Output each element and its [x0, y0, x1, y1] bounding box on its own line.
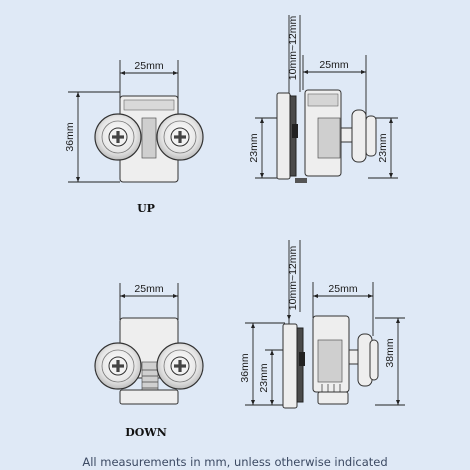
down-side-height-36-label: 36mm — [239, 353, 251, 382]
down-side-height-23-label: 23mm — [258, 363, 270, 392]
down-front-view: 25mm DOWN — [94, 283, 204, 439]
down-side-gap-label: 10mm~12mm — [287, 246, 299, 311]
up-side-left-height-label: 23mm — [248, 133, 260, 162]
screw-icon — [170, 127, 190, 147]
screw-icon — [108, 127, 128, 147]
up-side-right-height-label: 23mm — [377, 133, 389, 162]
up-front-view: 25mm 36mm UP — [64, 60, 204, 215]
down-side-view: 10mm~12mm 25mm 36mm 23mm 38mm — [239, 240, 405, 409]
up-caption: UP — [137, 202, 155, 215]
screw-icon — [108, 356, 128, 376]
up-front-height-label: 36mm — [64, 122, 76, 151]
down-front-width-label: 25mm — [134, 283, 163, 295]
up-side-view: 10mm~12mm 25mm 23mm 23mm — [248, 15, 398, 183]
down-side-height-38-label: 38mm — [384, 338, 396, 367]
footer-note: All measurements in mm, unless otherwise… — [82, 455, 387, 469]
down-caption: DOWN — [125, 426, 167, 439]
down-side-width-label: 25mm — [328, 283, 357, 295]
screw-icon — [170, 356, 190, 376]
up-side-gap-label: 10mm~12mm — [287, 16, 299, 81]
up-front-width-label: 25mm — [134, 60, 163, 72]
up-side-width-label: 25mm — [319, 59, 348, 71]
